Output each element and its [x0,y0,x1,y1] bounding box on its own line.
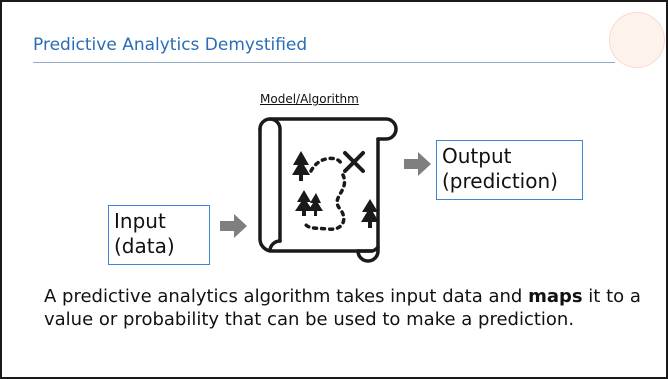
arrow-right-icon [220,214,247,238]
arrow-right-icon [404,152,431,176]
output-prediction-box: Output (prediction) [436,140,583,200]
input-box-line2: (data) [114,234,175,258]
output-box-line2: (prediction) [442,169,558,193]
description-part1: A predictive analytics algorithm takes i… [44,286,529,307]
output-box-line1: Output [442,144,512,168]
treasure-map-icon [258,117,398,263]
input-box-line1: Input [114,209,166,233]
description-bold-maps: maps [528,286,583,307]
model-algorithm-label: Model/Algorithm [260,92,359,106]
description-part2: it to a value or probability that can be… [44,286,641,330]
decorative-circle [609,12,665,68]
input-data-box: Input (data) [108,205,210,265]
title-divider [33,62,615,63]
slide-title: Predictive Analytics Demystified [33,35,308,55]
description-text: A predictive analytics algorithm takes i… [44,285,644,331]
